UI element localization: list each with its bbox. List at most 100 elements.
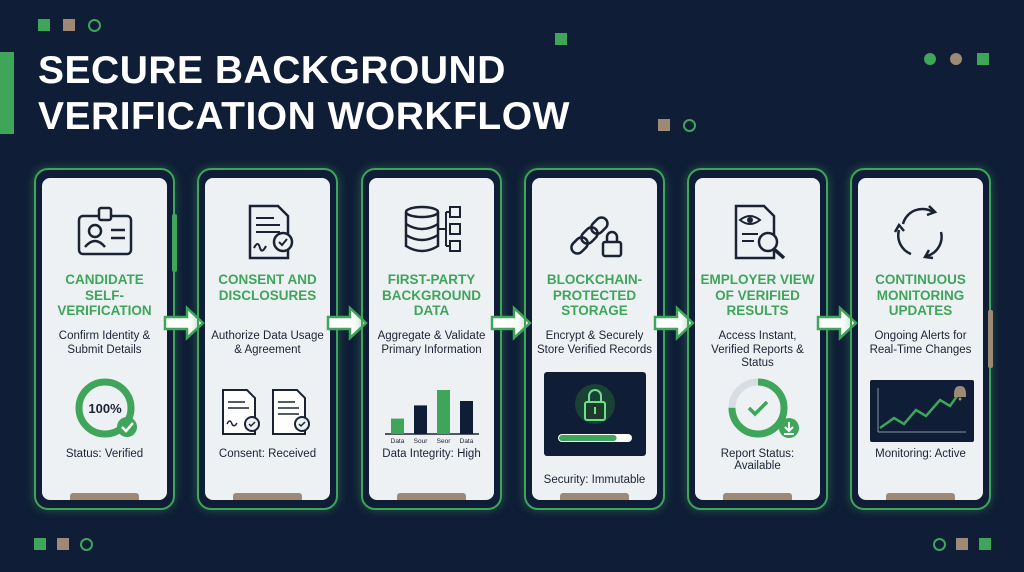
decor-circle (933, 538, 946, 551)
step-title: CANDIDATE SELF-VERIFICATION (57, 272, 152, 318)
progress-fill (559, 435, 617, 441)
status-label: Security: (543, 474, 589, 486)
status-line: Monitoring: Active (860, 448, 981, 460)
title-accent-bar (0, 52, 14, 134)
chart-bar (460, 401, 473, 434)
chart-bar (437, 390, 450, 434)
step-title: FIRST-PARTY BACKGROUND DATA (382, 272, 481, 318)
step-title: EMPLOYER VIEW OF VERIFIED RESULTS (700, 272, 815, 318)
status-line: Data Integrity: High (371, 448, 492, 460)
trend-panel-visual (858, 378, 983, 458)
lock-panel-visual (532, 366, 657, 456)
status-label: Consent: (218, 448, 265, 460)
card-body: EMPLOYER VIEW OF VERIFIED RESULTS Access… (695, 178, 820, 500)
download-icon (779, 418, 799, 438)
document-icon (272, 389, 310, 435)
chart-bar-label: Seor (437, 438, 452, 445)
bell-icon (954, 386, 966, 401)
decor-square (979, 538, 991, 550)
status-value: High (457, 448, 481, 460)
chart-bar-label: Data (391, 438, 405, 445)
decor-square (555, 33, 567, 45)
decor-square (63, 19, 75, 31)
card-body: CONTINUOUS MONITORING UPDATES Ongoing Al… (858, 178, 983, 500)
documents-visual (205, 376, 330, 456)
document-icon (222, 389, 260, 435)
decor-square (977, 53, 989, 65)
flow-arrow-icon (816, 305, 858, 341)
step-card-candidate-self-verification: CANDIDATE SELF-VERIFICATION Confirm Iden… (34, 168, 177, 510)
flow-arrow-icon (326, 305, 368, 341)
status-label: Monitoring: (875, 448, 932, 460)
status-line: Security: Immutable (534, 474, 655, 486)
status-line: Report Status: Available (697, 448, 818, 472)
decor-square (57, 538, 69, 550)
decor-circle (683, 119, 696, 132)
card-side-tab (172, 214, 177, 272)
status-value: Immutable (591, 474, 646, 486)
trend-line (879, 391, 962, 430)
status-line: Consent: Received (207, 448, 328, 460)
step-card-first-party-background-data: FIRST-PARTY BACKGROUND DATA Aggregate & … (361, 168, 502, 510)
status-value: Active (934, 448, 966, 460)
status-label: Report Status: (720, 448, 795, 460)
id-badge-icon (77, 206, 132, 256)
status-value: Received (268, 448, 317, 460)
decor-dot (924, 53, 936, 65)
step-description: Access Instant, Verified Reports & Statu… (711, 330, 804, 369)
step-title: CONSENT AND DISCLOSURES (218, 272, 317, 303)
status-line: Status: Verified (44, 448, 165, 460)
signed-document-icon (248, 204, 293, 260)
step-card-consent-and-disclosures: CONSENT AND DISCLOSURES Authorize Data U… (197, 168, 338, 510)
step-description: Aggregate & Validate Primary Information (377, 330, 486, 356)
card-footer-tab (886, 493, 955, 500)
decor-circle (88, 19, 101, 32)
card-body: BLOCKCHAIN-PROTECTED STORAGE Encrypt & S… (532, 178, 657, 500)
chart-bar (391, 418, 404, 434)
page-title: SECURE BACKGROUND VERIFICATION WORKFLOW (38, 49, 570, 138)
card-body: FIRST-PARTY BACKGROUND DATA Aggregate & … (369, 178, 494, 500)
card-body: CANDIDATE SELF-VERIFICATION Confirm Iden… (42, 178, 167, 500)
status-label: Status: (65, 448, 102, 460)
decor-square (956, 538, 968, 550)
card-footer-tab (397, 493, 466, 500)
step-card-employer-view: EMPLOYER VIEW OF VERIFIED RESULTS Access… (687, 168, 828, 510)
lock-icon (575, 384, 615, 424)
step-card-blockchain-protected-storage: BLOCKCHAIN-PROTECTED STORAGE Encrypt & S… (524, 168, 665, 510)
step-description: Ongoing Alerts for Real-Time Changes (869, 330, 972, 356)
card-footer-tab (723, 493, 792, 500)
step-description: Authorize Data Usage & Agreement (211, 330, 324, 356)
card-footer-tab (70, 493, 139, 500)
decor-square (658, 119, 670, 131)
chain-lock-icon (569, 216, 622, 258)
card-body: CONSENT AND DISCLOSURES Authorize Data U… (205, 178, 330, 500)
step-title: CONTINUOUS MONITORING UPDATES (875, 272, 966, 318)
step-description: Encrypt & Securely Store Verified Record… (536, 330, 653, 356)
card-side-tab (988, 310, 993, 368)
check-icon (747, 400, 769, 417)
step-card-continuous-monitoring: CONTINUOUS MONITORING UPDATES Ongoing Al… (850, 168, 993, 510)
status-label: Data Integrity: (382, 448, 454, 460)
progress-ring-visual: 100% (42, 376, 167, 456)
card-footer-tab (233, 493, 302, 500)
flow-arrow-icon (653, 305, 695, 341)
flow-arrow-icon (163, 305, 205, 341)
flow-arrow-icon (490, 305, 532, 341)
ring-progress (728, 378, 788, 438)
card-footer-tab (560, 493, 629, 500)
chart-bar-label: Data (460, 438, 474, 445)
document-search-icon (734, 204, 785, 260)
chart-bar (414, 405, 427, 434)
progress-ring-visual (695, 376, 820, 456)
progress-percent-label: 100% (88, 401, 122, 416)
decor-circle (80, 538, 93, 551)
refresh-cycle-icon (893, 205, 943, 260)
decor-dot (950, 53, 962, 65)
status-value: Verified (104, 448, 144, 460)
step-title: BLOCKCHAIN-PROTECTED STORAGE (546, 272, 643, 318)
status-value: Available (734, 460, 781, 472)
decor-square (38, 19, 50, 31)
database-network-icon (404, 205, 461, 253)
step-description: Confirm Identity & Submit Details (58, 330, 151, 356)
